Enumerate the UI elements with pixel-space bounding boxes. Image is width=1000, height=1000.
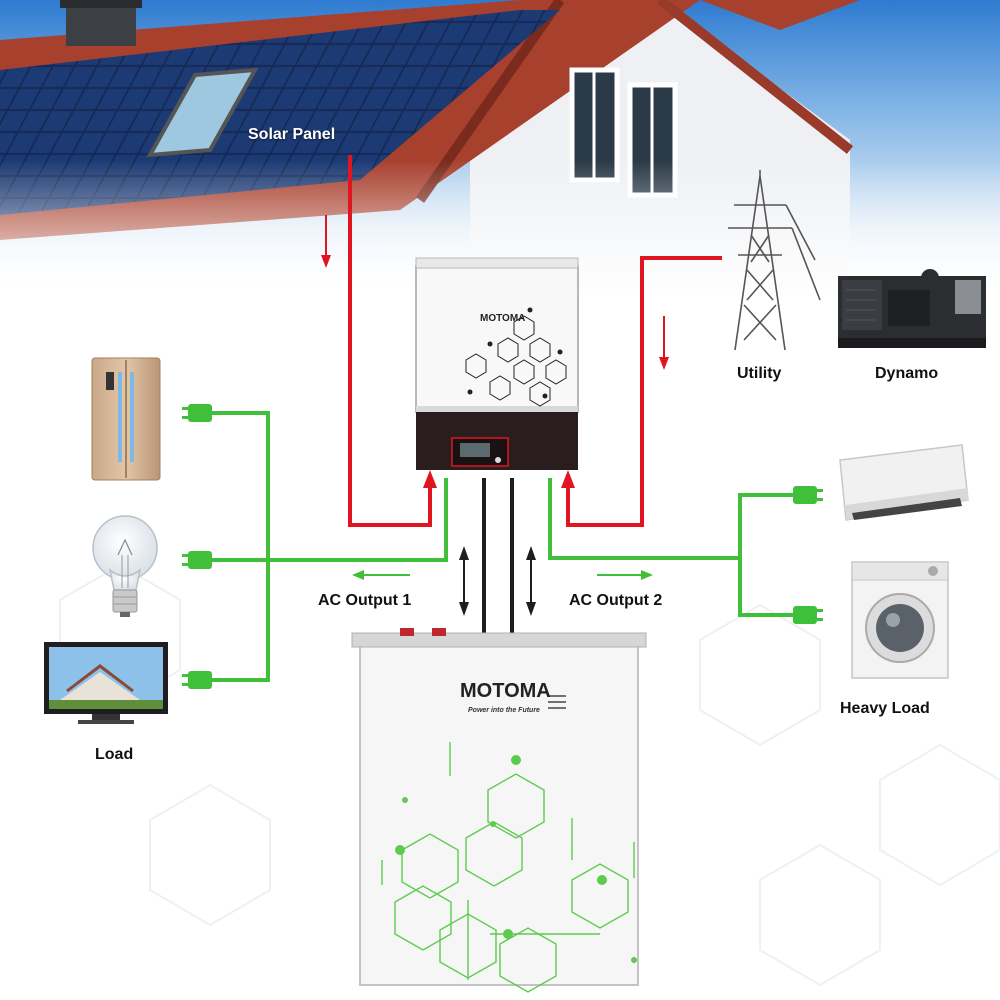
house-scene [0, 0, 1000, 300]
generator-icon [838, 269, 986, 348]
label-load: Load [95, 746, 134, 763]
tv-icon [44, 642, 168, 724]
battery-cables [459, 478, 536, 640]
battery-icon: MOTOMA Power into the Future [351, 628, 647, 993]
washing-machine-icon [851, 561, 949, 679]
inverter-icon: MOTOMA [415, 257, 579, 470]
utility-input-line [561, 256, 722, 527]
label-dynamo: Dynamo [875, 365, 939, 382]
battery-brand: MOTOMA [460, 680, 551, 702]
label-ac-output-2: AC Output 2 [569, 592, 663, 609]
power-tower-icon [728, 170, 821, 351]
label-utility: Utility [737, 365, 782, 382]
label-solar-panel: Solar Panel [248, 126, 336, 143]
fridge-icon [91, 357, 161, 481]
battery-tagline: Power into the Future [468, 707, 540, 714]
solar-input-line [321, 155, 437, 527]
plug-icon [182, 404, 823, 689]
label-ac-output-1: AC Output 1 [318, 592, 412, 609]
ac-output-2-lines [548, 478, 795, 617]
label-heavy-load: Heavy Load [840, 700, 930, 717]
ac-output-1-lines [210, 411, 448, 682]
bulb-icon [92, 515, 158, 617]
inverter-brand: MOTOMA [480, 313, 525, 324]
air-conditioner-icon [839, 444, 969, 521]
